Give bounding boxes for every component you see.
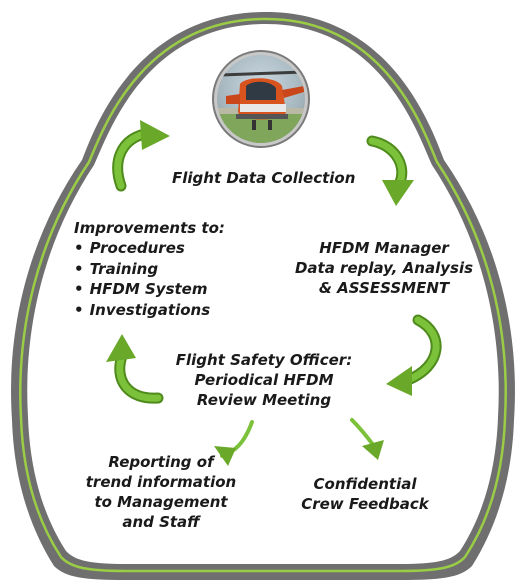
- arrow-manager-to-meeting-icon: [386, 314, 442, 396]
- helicopter-photo-icon: [212, 50, 310, 148]
- arrow-meeting-to-improvements-icon: [106, 334, 164, 404]
- improvements-list: Procedures Training HFDM System Investig…: [74, 238, 225, 320]
- feedback-line: Crew Feedback: [301, 495, 429, 513]
- green-ring: [19, 17, 507, 573]
- improvement-item: Procedures: [74, 238, 225, 259]
- improvements-title: Improvements to:: [74, 219, 225, 237]
- inner-fill: [27, 23, 499, 565]
- arrow-meeting-to-reporting-icon: [214, 420, 254, 466]
- reporting-line: trend information: [85, 473, 237, 491]
- improvements-block: Improvements to: Procedures Training HFD…: [74, 218, 225, 320]
- hfdm-manager-line: Data replay, Analysis: [294, 259, 474, 277]
- safety-officer-line: Review Meeting: [196, 391, 332, 409]
- improvement-item: Training: [74, 259, 225, 280]
- safety-officer-line: Periodical HFDM: [194, 371, 334, 389]
- arrow-collection-to-manager-icon: [366, 135, 414, 206]
- flight-data-collection-label: Flight Data Collection: [172, 169, 356, 187]
- hfdm-manager-block: HFDM Manager Data replay, Analysis & ASS…: [286, 238, 482, 298]
- reporting-line: to Management: [94, 493, 228, 511]
- cycle-arrows: [106, 120, 442, 466]
- improvement-item: Investigations: [74, 300, 225, 321]
- feedback-line: Confidential: [313, 475, 417, 493]
- safety-officer-line: Flight Safety Officer:: [175, 351, 353, 369]
- improvement-item: HFDM System: [74, 279, 225, 300]
- hfdm-manager-line: & ASSESSMENT: [318, 279, 450, 297]
- reporting-line: Reporting of: [108, 453, 214, 471]
- reporting-block: Reporting of trend information to Manage…: [76, 452, 246, 532]
- hfdm-manager-line: HFDM Manager: [319, 239, 449, 257]
- feedback-block: Confidential Crew Feedback: [290, 474, 440, 514]
- safety-officer-block: Flight Safety Officer: Periodical HFDM R…: [166, 350, 362, 410]
- arrow-improvements-to-collection-icon: [112, 120, 170, 192]
- reporting-line: and Staff: [122, 513, 200, 531]
- arrow-meeting-to-feedback-icon: [350, 418, 384, 460]
